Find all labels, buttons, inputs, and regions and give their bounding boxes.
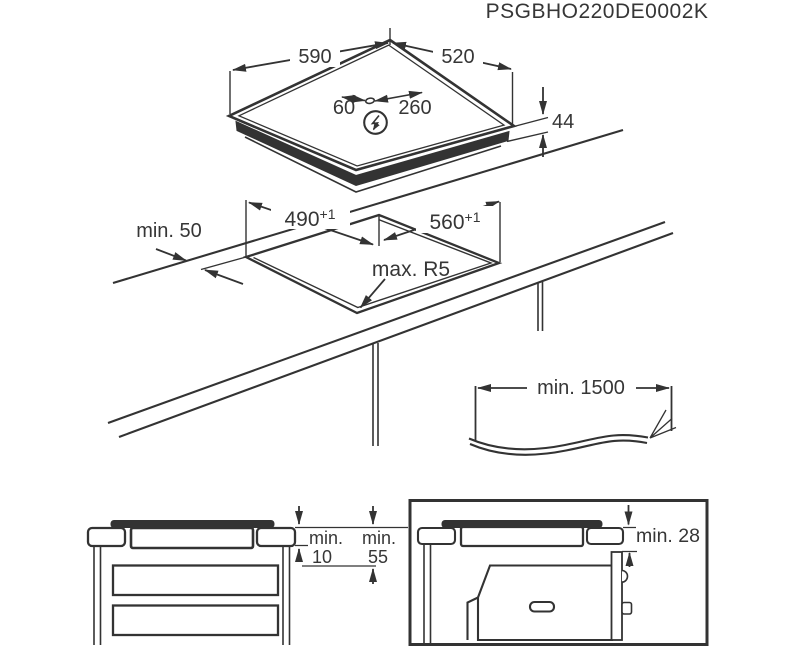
cutout-depth-label: 490+1 bbox=[284, 206, 335, 231]
hob-width-label: 590 bbox=[298, 46, 331, 68]
hob-body-bottom-edge bbox=[244, 136, 502, 193]
cabinet-legs bbox=[372, 282, 544, 446]
worktop-right-section-oven bbox=[585, 526, 625, 546]
cutout-extension-lines bbox=[200, 200, 501, 271]
hob-glass-top bbox=[225, 38, 518, 172]
oven-side-knob bbox=[621, 601, 633, 615]
worktop-left-section-oven bbox=[416, 526, 457, 546]
hob-glass-side-oven bbox=[441, 520, 603, 528]
drawer-installation-view: min. 10 min. 55 bbox=[86, 506, 408, 645]
cabinet-legs-side bbox=[93, 544, 291, 645]
connection-left-label: 60 bbox=[333, 97, 355, 119]
oven-clearance-label: min. 28 bbox=[636, 525, 700, 547]
hob-body-side-oven bbox=[459, 525, 585, 548]
lightning-bolt-icon bbox=[370, 114, 380, 131]
hob-isometric-view: 590 520 60 260 44 bbox=[225, 28, 574, 193]
dim-arrow-front-clearance-2 bbox=[204, 269, 244, 285]
model-number: PSGBHO220DE0002K bbox=[486, 0, 709, 23]
oven-rear-panel bbox=[610, 551, 623, 641]
clearance-reference-lines bbox=[295, 526, 408, 567]
cable-bottom-line bbox=[469, 439, 648, 456]
hob-clearance-value: 10 bbox=[312, 547, 332, 567]
hob-height-extension-lines bbox=[506, 116, 549, 143]
cable-wire-ends bbox=[649, 409, 677, 439]
hob-glass-side bbox=[110, 520, 275, 528]
worktop-cutout-view: 490+1 560+1 min. 50 max. R5 bbox=[107, 128, 674, 446]
dim-line-connection-left bbox=[341, 94, 366, 103]
dim-line-connection-right bbox=[374, 90, 423, 103]
connection-right-label: 260 bbox=[398, 97, 431, 119]
hob-body-band bbox=[235, 120, 510, 187]
dim-arrow-front-clearance-1 bbox=[155, 248, 187, 262]
hob-clearance-unit: min. bbox=[309, 528, 343, 548]
cabinet-leg-side bbox=[423, 544, 432, 643]
connection-point bbox=[364, 97, 376, 105]
cable-dim-extension-lines bbox=[474, 386, 673, 441]
cutout-width-label: 560+1 bbox=[429, 209, 480, 234]
oven-clearance-reference-lines bbox=[622, 526, 637, 553]
oven-handle bbox=[528, 600, 556, 613]
oven-side-wall bbox=[466, 596, 479, 640]
worktop-clearance-unit: min. bbox=[362, 528, 396, 548]
front-clearance-label: min. 50 bbox=[136, 220, 202, 242]
worktop-front-edge-top bbox=[107, 221, 666, 424]
drawer-upper bbox=[111, 564, 280, 597]
hob-extension-lines bbox=[229, 28, 514, 124]
panel-frame bbox=[408, 499, 709, 646]
hob-depth-label: 520 bbox=[441, 46, 474, 68]
corner-radius-leader bbox=[359, 278, 386, 309]
worktop-left-section bbox=[86, 526, 127, 548]
hob-body-side bbox=[129, 526, 255, 550]
hob-glass-inner-edge bbox=[237, 44, 506, 167]
worktop-clearance-value: 55 bbox=[368, 547, 388, 567]
cable-top-line bbox=[468, 434, 649, 451]
cable-length-label: min. 1500 bbox=[537, 377, 625, 399]
drawer-lower bbox=[111, 604, 280, 637]
corner-radius-label: max. R5 bbox=[372, 258, 450, 281]
worktop-front-edge-bottom bbox=[118, 232, 674, 438]
cutout-inner-edge bbox=[253, 218, 494, 309]
cable-length-view: min. 1500 bbox=[468, 377, 677, 456]
worktop-right-section bbox=[255, 526, 297, 548]
oven-panel-bump bbox=[621, 569, 629, 583]
hob-height-label: 44 bbox=[552, 111, 574, 133]
oven-installation-view: min. 28 bbox=[408, 499, 709, 646]
